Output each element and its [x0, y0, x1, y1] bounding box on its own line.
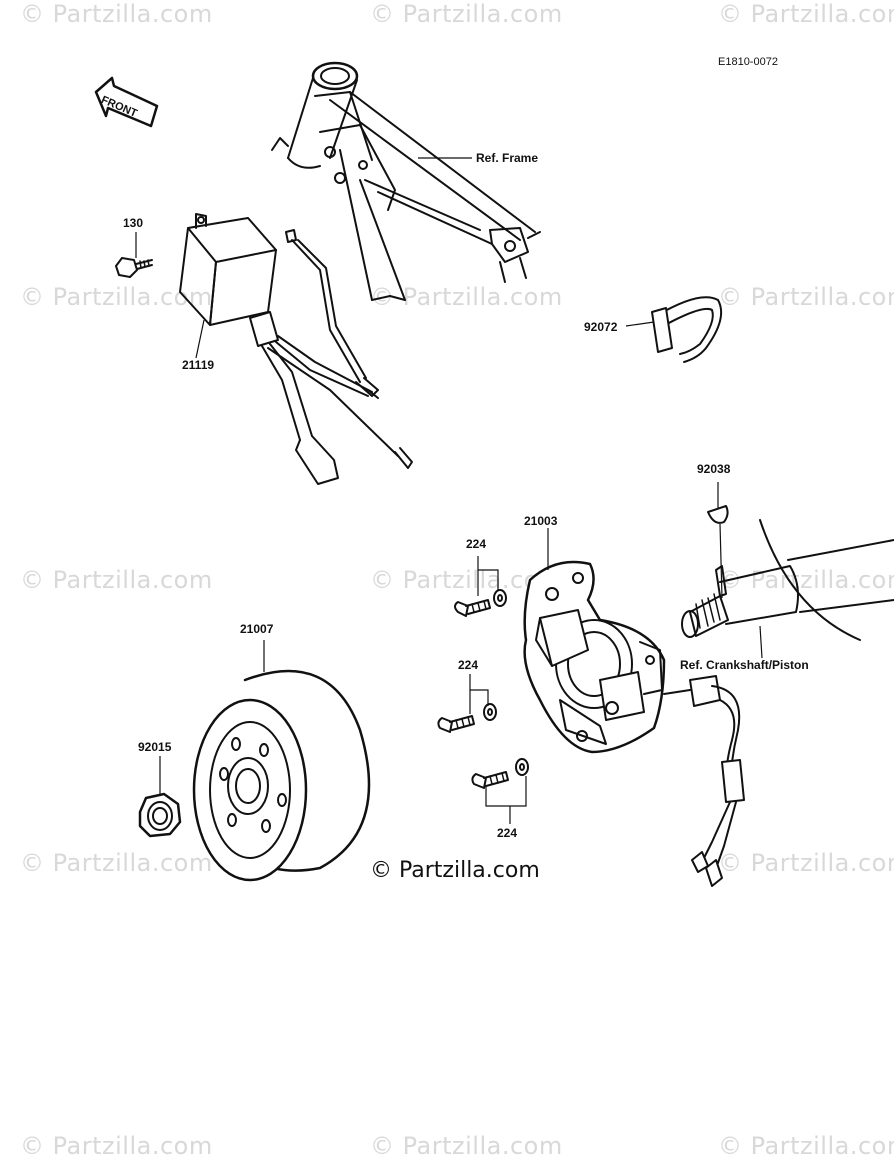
- watermark: © Partzilla.com: [718, 1132, 894, 1160]
- frame: [271, 61, 541, 301]
- watermark: © Partzilla.com: [370, 0, 563, 28]
- part-number-224[interactable]: 224: [466, 537, 487, 551]
- watermark: © Partzilla.com: [20, 1132, 213, 1160]
- watermark: © Partzilla.com: [20, 0, 213, 28]
- part-number-92015[interactable]: 92015: [138, 740, 172, 754]
- part-number-21007[interactable]: 21007: [240, 622, 274, 636]
- watermark: © Partzilla.com: [718, 849, 894, 877]
- cdi-unit: [179, 213, 413, 485]
- part-number-21119[interactable]: 21119: [182, 358, 215, 372]
- diagram-code: E1810-0072: [718, 56, 778, 68]
- front-arrow: [94, 76, 159, 128]
- part-number-130[interactable]: 130: [123, 216, 144, 230]
- screw-set-c: [471, 758, 529, 789]
- ref-crankshaft-label: Ref. Crankshaft/Piston: [680, 658, 809, 672]
- stator-plate: [523, 560, 745, 887]
- watermark: © Partzilla.com: [370, 1132, 563, 1160]
- copyright-notice: © Partzilla.com: [370, 858, 540, 883]
- nut-92015: [138, 792, 182, 838]
- key-92038: [707, 505, 729, 524]
- part-number-92072[interactable]: 92072: [584, 320, 618, 334]
- crankshaft: [681, 519, 894, 641]
- watermark: © Partzilla.com: [20, 566, 213, 594]
- part-number-21003[interactable]: 21003: [524, 514, 558, 528]
- watermark: © Partzilla.com: [370, 283, 563, 311]
- part-number-224[interactable]: 224: [458, 658, 479, 672]
- part-number-224[interactable]: 224: [497, 826, 518, 840]
- leader-lines: [135, 157, 763, 824]
- watermark: © Partzilla.com: [718, 283, 894, 311]
- flywheel: [192, 669, 371, 882]
- watermark: © Partzilla.com: [718, 566, 894, 594]
- watermark: © Partzilla.com: [20, 849, 213, 877]
- band-92072: [651, 296, 722, 363]
- watermark: © Partzilla.com: [718, 0, 894, 28]
- part-number-92038[interactable]: 92038: [697, 462, 731, 476]
- screw-set-a: [454, 589, 507, 617]
- ref-frame-label: Ref. Frame: [476, 151, 539, 165]
- bolt-130: [115, 257, 153, 278]
- screw-set-b: [437, 703, 497, 733]
